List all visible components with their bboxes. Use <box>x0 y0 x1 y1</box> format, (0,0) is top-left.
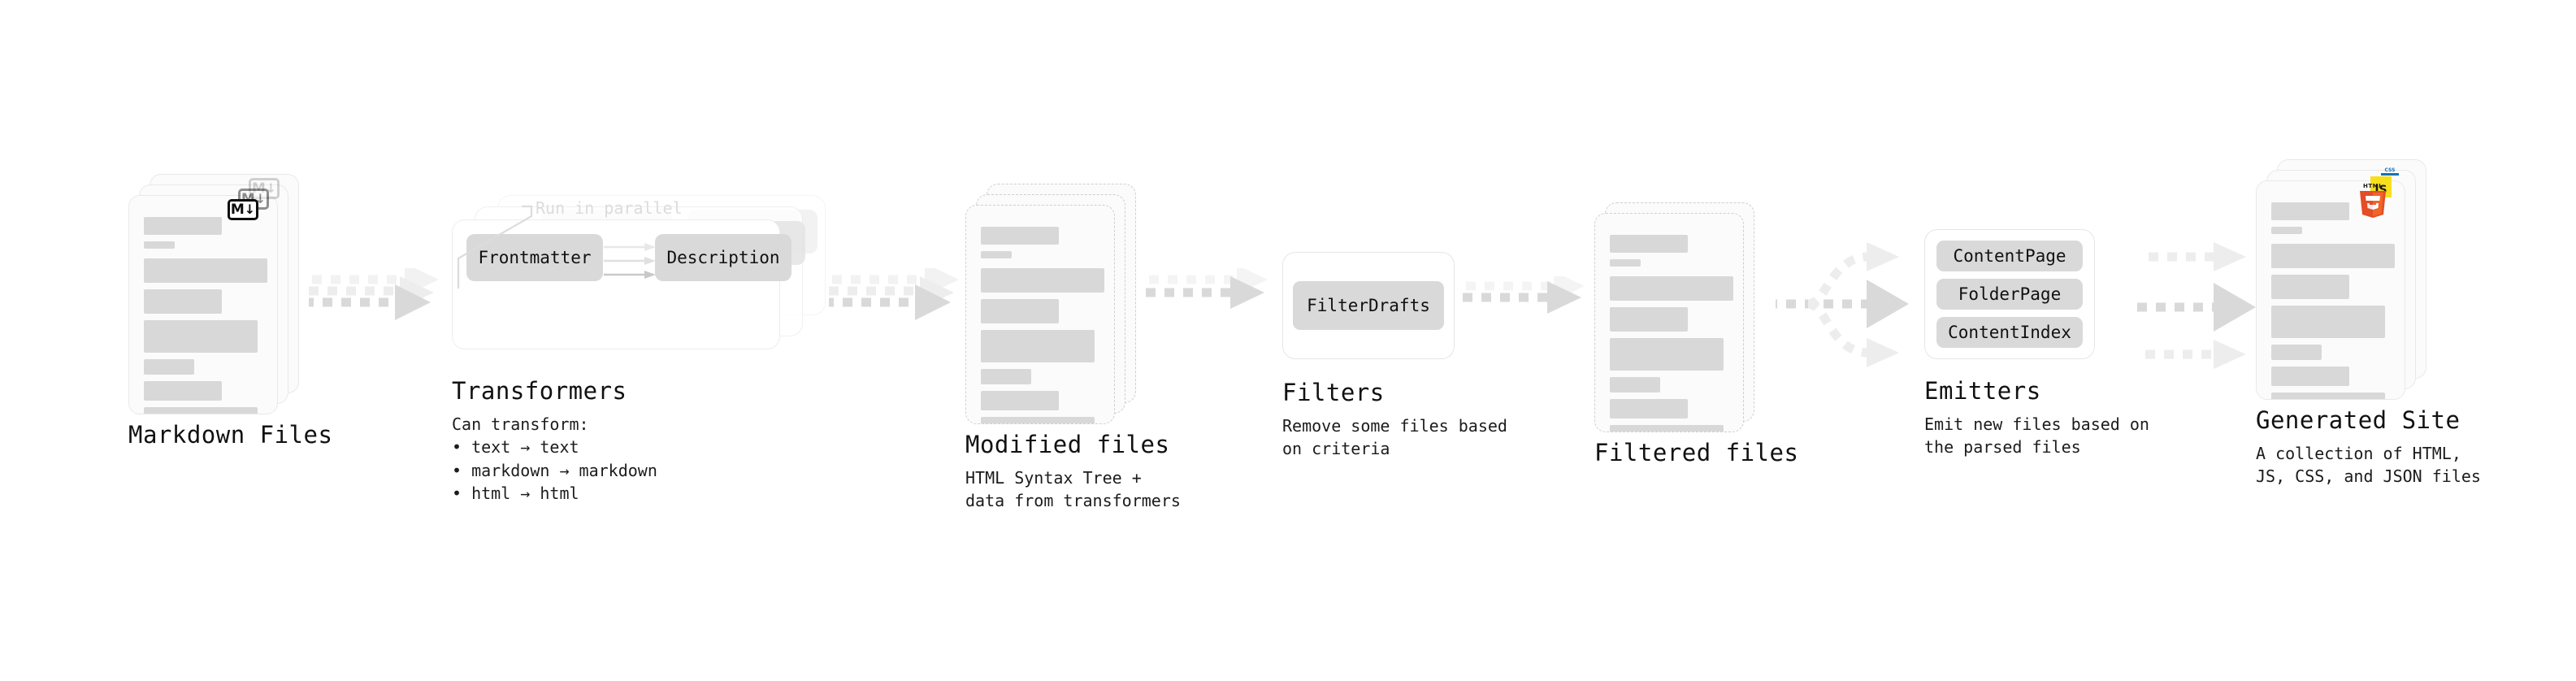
emitter-chip-folderpage[interactable]: FolderPage <box>1936 279 2083 310</box>
transformer-inner-arrows <box>604 243 656 279</box>
placeholder-bar <box>2271 244 2395 268</box>
placeholder-bar <box>981 330 1095 362</box>
document-card-front <box>128 195 278 414</box>
css3-badge-icon: CSS <box>2379 164 2400 189</box>
run-in-parallel-bracket <box>457 205 533 289</box>
modified-file-stack <box>965 184 1136 424</box>
stage-subtitle-emitters: Emit new files based on the parsed files <box>1924 414 2149 458</box>
placeholder-bar <box>1610 338 1724 371</box>
placeholder-bar <box>144 241 175 249</box>
stage-title-filters: Filters <box>1282 379 1385 406</box>
placeholder-bar <box>981 227 1059 245</box>
placeholder-bar <box>144 407 258 414</box>
placeholder-bar <box>2271 202 2349 220</box>
document-placeholder-lines <box>2271 202 2395 399</box>
document-card-front <box>1594 213 1744 432</box>
emitters-box: ContentPage FolderPage ContentIndex <box>1924 229 2095 359</box>
stage-subtitle-filters: Remove some files based on criteria <box>1282 416 1507 459</box>
connector-transformers-to-modified <box>824 263 975 361</box>
html5-badge-icon: HTML <box>2357 180 2389 221</box>
transformer-chip-frontmatter[interactable]: Frontmatter <box>466 234 603 281</box>
stage-transformers: Run in parallel Frontmatter Description … <box>452 195 826 505</box>
connector-modified-to-filters <box>1146 265 1292 361</box>
svg-text:CSS: CSS <box>2385 167 2396 173</box>
placeholder-bar <box>144 258 267 283</box>
placeholder-bar <box>981 369 1031 384</box>
placeholder-bar <box>144 320 258 353</box>
filtered-file-stack <box>1594 192 1757 432</box>
transformers-stack: Run in parallel Frontmatter Description … <box>452 195 826 358</box>
stage-title-transformers: Transformers <box>452 377 627 405</box>
placeholder-bar <box>1610 259 1641 267</box>
placeholder-bar <box>2271 345 2322 360</box>
placeholder-bar <box>2271 367 2349 386</box>
stage-title-generated-site: Generated Site <box>2256 406 2461 434</box>
markdown-badge-letter: M <box>252 181 266 196</box>
document-card-front <box>2256 180 2405 400</box>
placeholder-bar <box>2271 227 2302 234</box>
document-placeholder-lines <box>144 217 267 414</box>
placeholder-bar <box>2271 306 2385 338</box>
placeholder-bar <box>1610 235 1688 253</box>
stage-filtered-files: Filtered files <box>1594 192 1798 466</box>
stage-emitters: ContentPage FolderPage ContentIndex Emit… <box>1924 229 2149 459</box>
emitter-chip-contentindex[interactable]: ContentIndex <box>1936 317 2083 348</box>
document-card-front <box>965 205 1115 424</box>
placeholder-bar <box>981 391 1059 410</box>
stage-title-modified-files: Modified files <box>965 431 1170 458</box>
connector-filters-to-filtered <box>1463 271 1609 361</box>
filters-box: FilterDrafts <box>1282 252 1455 359</box>
placeholder-bar <box>144 359 194 375</box>
stage-subtitle-transformers: Can transform: • text → text • markdown … <box>452 414 657 504</box>
stage-subtitle-modified-files: HTML Syntax Tree + data from transformer… <box>965 468 1181 511</box>
markdown-file-stack: M↓ M↓ M↓ <box>128 174 299 414</box>
filter-chip-filterdrafts[interactable]: FilterDrafts <box>1293 281 1444 330</box>
stage-subtitle-generated-site: A collection of HTML, JS, CSS, and JSON … <box>2256 444 2481 487</box>
stage-title-markdown-files: Markdown Files <box>128 421 333 449</box>
markdown-badge-back: M↓ <box>249 178 280 199</box>
placeholder-bar <box>1610 399 1688 419</box>
placeholder-bar <box>981 299 1059 323</box>
document-placeholder-lines <box>981 227 1104 423</box>
placeholder-bar <box>981 417 1095 423</box>
stage-markdown-files: M↓ M↓ M↓ Markdown Files <box>128 174 332 449</box>
run-in-parallel-label: Run in parallel <box>536 198 683 218</box>
connector-markdown-to-transformers <box>304 263 455 361</box>
stage-title-emitters: Emitters <box>1924 377 2041 405</box>
emitter-chip-contentpage[interactable]: ContentPage <box>1936 241 2083 271</box>
placeholder-bar <box>1610 307 1688 332</box>
placeholder-bar <box>2271 275 2349 299</box>
placeholder-bar <box>981 251 1012 258</box>
stage-modified-files: Modified files HTML Syntax Tree + data f… <box>965 184 1181 513</box>
connector-filtered-to-emitters <box>1767 229 1914 379</box>
placeholder-bar <box>144 381 222 401</box>
markdown-badge-front: M↓ <box>228 199 258 220</box>
generated-site-stack: CSS JS HTML <box>2256 159 2426 400</box>
stage-filters: FilterDrafts Filters Remove some files b… <box>1282 252 1507 461</box>
stage-generated-site: CSS JS HTML <box>2256 159 2481 488</box>
placeholder-bar <box>981 268 1104 293</box>
stage-title-filtered-files: Filtered files <box>1594 439 1799 466</box>
connector-emitters-to-site <box>2113 232 2267 382</box>
placeholder-bar <box>1610 425 1724 432</box>
placeholder-bar <box>144 217 222 235</box>
placeholder-bar <box>144 289 222 314</box>
document-placeholder-lines <box>1610 235 1733 432</box>
svg-text:HTML: HTML <box>2363 183 2383 189</box>
placeholder-bar <box>2271 393 2385 399</box>
placeholder-bar <box>1610 377 1660 393</box>
transformer-chip-description[interactable]: Description <box>655 234 791 281</box>
placeholder-bar <box>1610 276 1733 301</box>
